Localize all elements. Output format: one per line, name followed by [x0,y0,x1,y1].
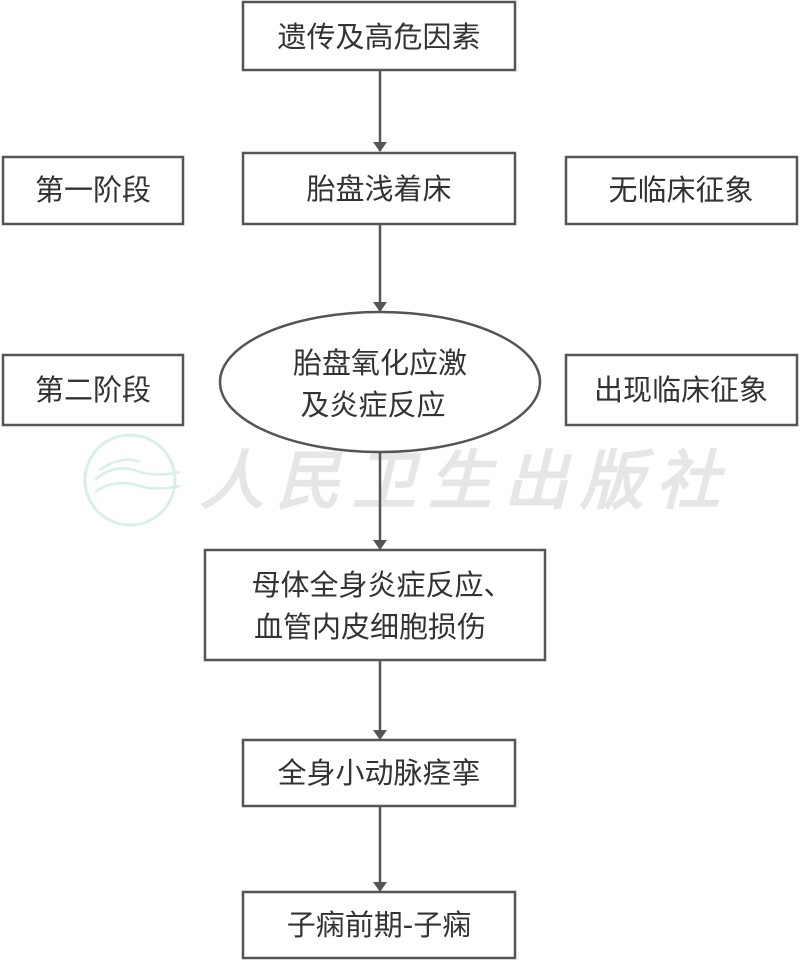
node-outcome-label: 子痫前期-子痫 [287,908,471,942]
node-stress: 胎盘氧化应激 及炎症反应 [218,310,542,454]
watermark-text: 人民卫生出版社 [200,444,726,519]
node-stress-line1: 胎盘氧化应激 [293,346,467,380]
node-risk: 遗传及高危因素 [241,0,517,72]
node-shallow: 胎盘浅着床 [241,151,517,226]
stage2-sign-label: 出现临床征象 [594,373,768,407]
watermark: 人民卫生出版社 [83,433,726,527]
node-maternal-line2: 血管内皮细胞损伤 [254,610,486,644]
stage2-label: 第二阶段 [35,373,151,407]
stage2-sign-box: 出现临床征象 [564,353,799,427]
node-spasm: 全身小动脉痉挛 [241,738,517,808]
node-shallow-label: 胎盘浅着床 [306,172,451,206]
node-maternal-line1: 母体全身炎症反应、 [251,568,512,602]
stage1-label-box: 第一阶段 [1,155,185,226]
node-maternal: 母体全身炎症反应、 血管内皮细胞损伤 [203,548,547,662]
stage1-sign-box: 无临床征象 [564,155,799,226]
node-risk-label: 遗传及高危因素 [277,20,480,54]
watermark-logo-icon [83,433,177,527]
node-stress-line2: 及炎症反应 [300,388,445,422]
node-spasm-label: 全身小动脉痉挛 [277,756,480,790]
stage1-label: 第一阶段 [35,173,151,207]
stage2-label-box: 第二阶段 [1,353,185,427]
stage1-sign-label: 无临床征象 [608,173,753,207]
node-outcome: 子痫前期-子痫 [241,890,517,960]
